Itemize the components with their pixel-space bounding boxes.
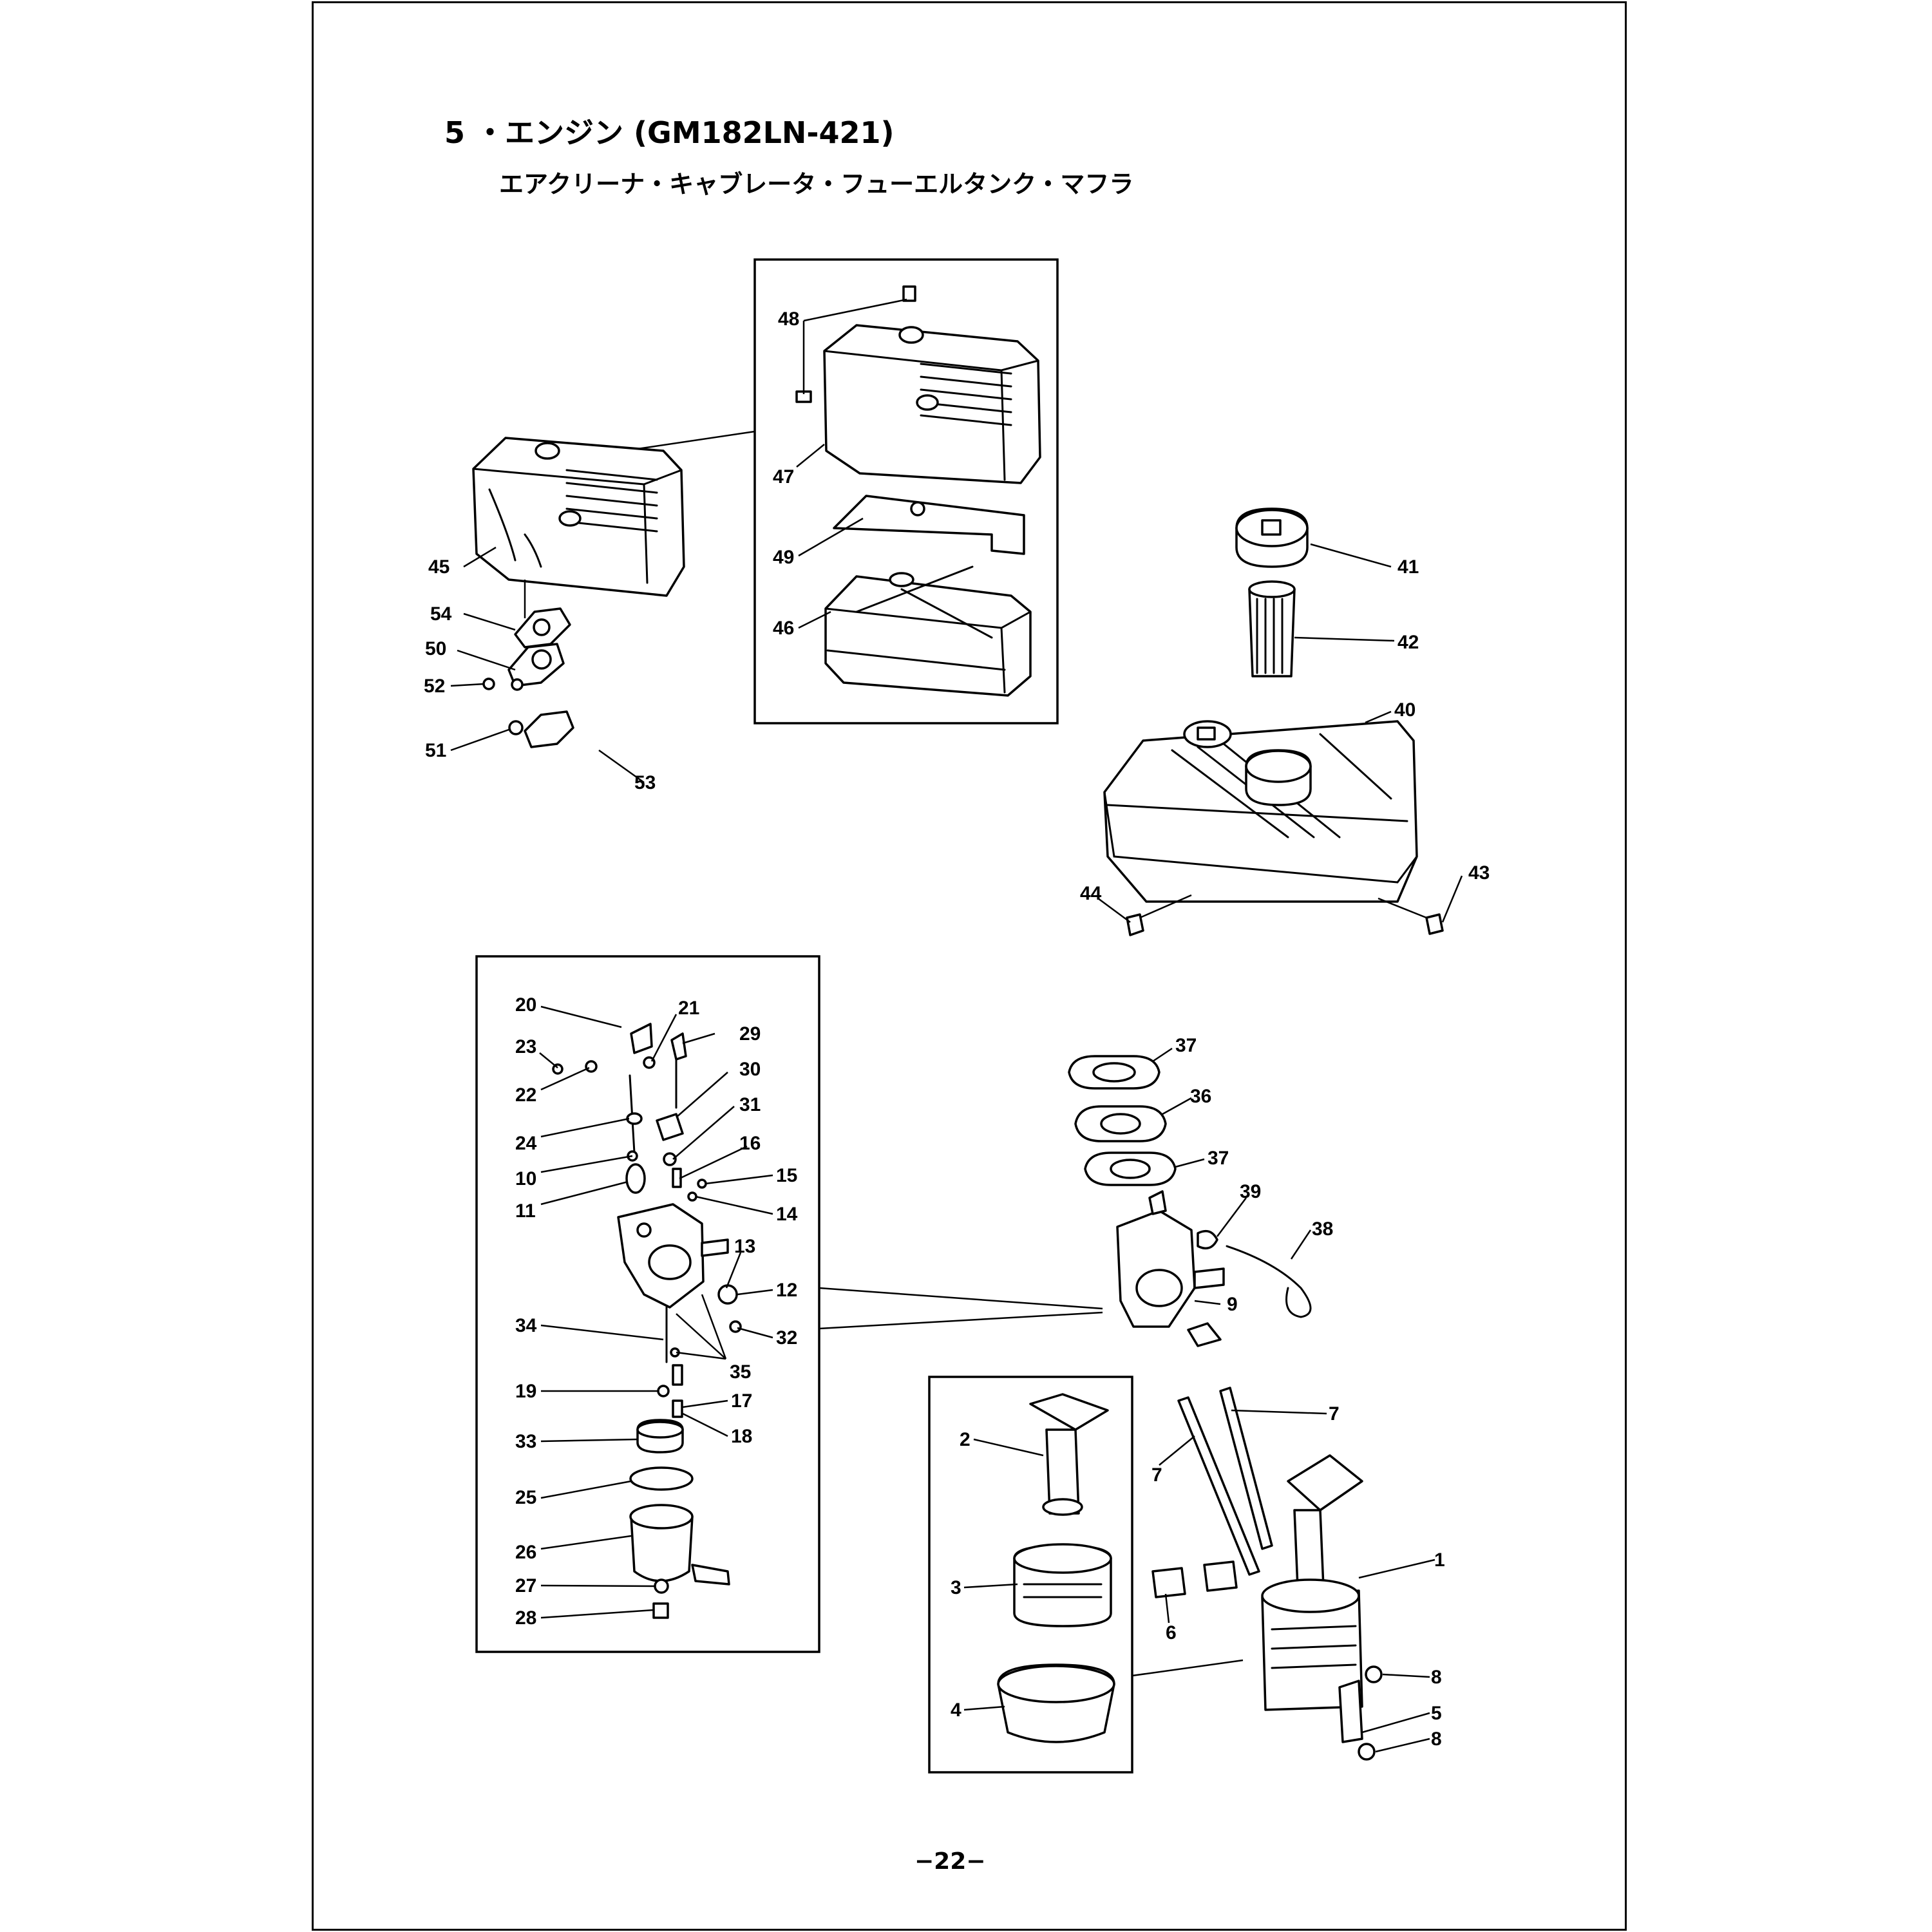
air-cleaner-assembly	[1151, 1454, 1383, 1761]
callout-51: 51	[425, 740, 446, 761]
callout-20: 20	[515, 994, 536, 1016]
muffler-detail-box	[753, 258, 1059, 724]
callout-45: 45	[428, 556, 450, 578]
callout-29: 29	[739, 1023, 761, 1045]
callout-42: 42	[1397, 632, 1419, 653]
callout-24: 24	[515, 1133, 537, 1154]
callout-41: 41	[1397, 556, 1419, 578]
callout-16: 16	[739, 1133, 761, 1154]
air-cleaner-detail-box	[928, 1376, 1133, 1774]
carburetor	[1116, 1190, 1312, 1347]
callout-8b: 8	[1431, 1728, 1442, 1750]
fuel-tank	[1103, 720, 1418, 903]
callout-52: 52	[424, 676, 445, 697]
callout-47: 47	[773, 466, 794, 488]
muffler-body	[824, 565, 1032, 697]
callout-11: 11	[515, 1200, 536, 1222]
leader-lines	[450, 298, 1463, 1753]
muffler-cover-detail	[795, 285, 1041, 484]
callout-21: 21	[678, 998, 699, 1019]
heat-shield-plate	[833, 495, 1025, 555]
page-title: 5 ・エンジン (GM182LN-421)	[444, 115, 895, 150]
callout-25: 25	[515, 1487, 536, 1508]
callout-49: 49	[773, 547, 794, 568]
callout-17: 17	[731, 1390, 752, 1412]
muffler-gaskets	[482, 580, 574, 748]
callout-27: 27	[515, 1575, 536, 1596]
callout-12: 12	[776, 1280, 797, 1301]
callout-35: 35	[730, 1361, 751, 1383]
callout-32: 32	[776, 1327, 797, 1349]
page-border	[312, 1, 1627, 1931]
callout-5: 5	[1431, 1703, 1442, 1724]
callout-38: 38	[1312, 1218, 1333, 1240]
callout-9: 9	[1227, 1294, 1238, 1315]
callout-10: 10	[515, 1168, 536, 1189]
callout-50: 50	[425, 638, 446, 659]
page-subtitle: エアクリーナ・キャブレータ・フューエルタンク・マフラ	[499, 170, 1134, 198]
callout-15: 15	[776, 1165, 797, 1186]
callout-3: 3	[951, 1577, 961, 1598]
callout-labels: 1 2 3 4 5 6 7 7 8 8 9 10 11 12 13 14 15 …	[424, 308, 1490, 1750]
callout-8a: 8	[1431, 1667, 1442, 1688]
callout-23: 23	[515, 1036, 536, 1057]
callout-26: 26	[515, 1542, 536, 1563]
muffler-cover	[472, 437, 685, 597]
detail-connector-lines	[632, 430, 1244, 1677]
fuel-strainer	[1248, 580, 1296, 677]
callout-33: 33	[515, 1431, 536, 1452]
callout-31: 31	[739, 1094, 761, 1115]
callout-19: 19	[515, 1381, 536, 1402]
air-cleaner-detail	[997, 1393, 1115, 1743]
studs	[1177, 1387, 1273, 1576]
callout-44: 44	[1080, 883, 1102, 904]
callout-53: 53	[634, 772, 656, 793]
callout-43: 43	[1468, 862, 1490, 884]
callout-54: 54	[430, 603, 452, 625]
carburetor-exploded	[552, 1023, 742, 1619]
callout-1: 1	[1434, 1549, 1445, 1571]
carburetor-gaskets	[1068, 1055, 1177, 1186]
callout-30: 30	[739, 1059, 761, 1080]
callout-37b: 37	[1208, 1148, 1229, 1169]
callout-7a: 7	[1151, 1464, 1162, 1486]
callout-48: 48	[778, 308, 799, 330]
callout-2: 2	[960, 1429, 971, 1450]
callout-40: 40	[1394, 699, 1416, 721]
callout-13: 13	[734, 1236, 755, 1257]
callout-22: 22	[515, 1084, 536, 1106]
callout-28: 28	[515, 1607, 536, 1629]
callout-39: 39	[1240, 1181, 1261, 1202]
callout-6: 6	[1166, 1622, 1177, 1643]
callout-37a: 37	[1175, 1035, 1197, 1056]
callout-34: 34	[515, 1315, 537, 1336]
callout-18: 18	[731, 1426, 752, 1447]
callout-4: 4	[951, 1700, 961, 1721]
tank-fasteners	[1126, 894, 1444, 936]
callout-14: 14	[776, 1204, 798, 1225]
carburetor-detail-box	[475, 955, 820, 1653]
fuel-cap	[1235, 507, 1309, 568]
page-number: −22−	[914, 1848, 986, 1875]
callout-7b: 7	[1329, 1403, 1340, 1425]
callout-36: 36	[1190, 1086, 1211, 1107]
callout-46: 46	[773, 618, 794, 639]
